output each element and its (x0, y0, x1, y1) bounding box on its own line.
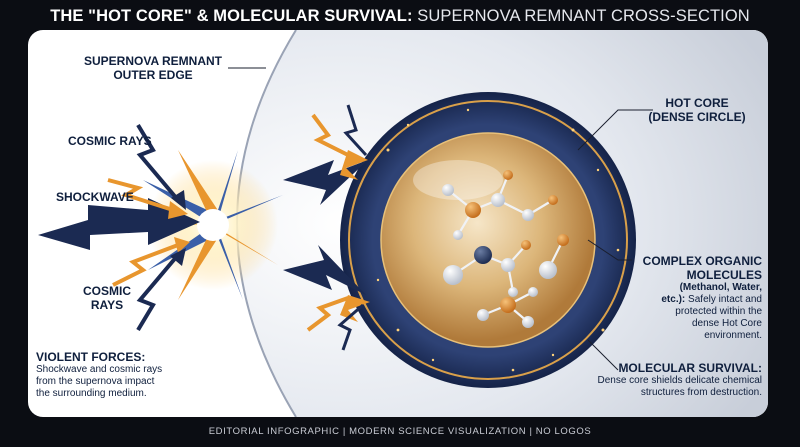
label-outer-edge: SUPERNOVA REMNANT OUTER EDGE (62, 54, 244, 82)
complex-organic-line-4-rest: Safely intact and (685, 294, 762, 305)
hot-core-line-2: (DENSE CIRCLE) (648, 110, 746, 124)
outer-edge-line-1: SUPERNOVA REMNANT (83, 54, 222, 68)
cosmic-ray-arrow-top-2 (136, 123, 180, 202)
ray-zigzag-lower-2 (337, 303, 364, 351)
cosmic-rays-bottom-line-2: RAYS (90, 298, 124, 312)
molecule-atoms (442, 170, 569, 328)
complex-organic-line-5: protected within the (675, 306, 762, 317)
ray-burst-lower (340, 295, 370, 322)
complex-organic-line-4: etc.): Safely intact and (624, 294, 762, 306)
complex-organic-line-2: MOLECULES (686, 268, 762, 282)
molecular-survival-heading: MOLECULAR SURVIVAL: (618, 361, 762, 375)
violent-forces-line-1: Shockwave and cosmic rays (36, 364, 163, 375)
footer-caption: EDITORIAL INFOGRAPHIC | MODERN SCIENCE V… (208, 426, 592, 437)
label-molecular-survival: MOLECULAR SURVIVAL: Dense core shields d… (548, 361, 762, 399)
ray-zigzag-upper (311, 113, 349, 157)
impact-burst-core (197, 209, 229, 241)
molecular-survival-line-2: structures from destruction. (640, 387, 762, 398)
core-highlight (413, 160, 503, 200)
diagram-panel: SUPERNOVA REMNANT OUTER EDGE COSMIC RAYS… (28, 30, 768, 417)
label-shockwave: SHOCKWAVE (56, 190, 134, 204)
label-violent-forces: VIOLENT FORCES: Shockwave and cosmic ray… (36, 350, 162, 400)
outer-edge-line-2: OUTER EDGE (113, 68, 193, 82)
complex-organic-line-4-bold: etc.): (661, 294, 686, 305)
label-complex-organic-molecules: COMPLEX ORGANIC MOLECULES (Methanol, Wat… (624, 254, 762, 342)
cosmic-ray-arrow-top (107, 178, 174, 212)
ray-arrow-lower (283, 245, 366, 295)
label-hot-core: HOT CORE (DENSE CIRCLE) (631, 96, 763, 124)
shockwave-arrow (38, 198, 200, 250)
cosmic-ray-arrow-bottom (112, 243, 179, 287)
complex-organic-line-7: environment. (704, 330, 762, 341)
ring-sparkles (376, 108, 620, 372)
complex-organic-line-1: COMPLEX ORGANIC (642, 254, 762, 268)
violent-forces-line-3: the surrounding medium. (36, 388, 147, 399)
label-cosmic-rays-top: COSMIC RAYS (68, 134, 152, 148)
ray-zigzag-upper-2 (343, 104, 368, 157)
violent-forces-line-2: from the supernova impact (36, 376, 155, 387)
core-gold-ring (348, 100, 628, 380)
cross-section-illustration (38, 30, 768, 417)
leader-lines (228, 67, 653, 371)
infographic-title: THE "HOT CORE" & MOLECULAR SURVIVAL: SUP… (0, 7, 800, 26)
molecular-survival-line-1: Dense core shields delicate chemical (597, 375, 762, 386)
complex-organic-line-3: (Methanol, Water, (679, 282, 762, 293)
cosmic-rays-bottom-line-1: COSMIC (83, 284, 131, 298)
hot-core-sphere (380, 132, 596, 348)
title-light: SUPERNOVA REMNANT CROSS-SECTION (417, 7, 750, 25)
hot-core-line-1: HOT CORE (665, 96, 729, 110)
complex-organic-line-6: dense Hot Core (691, 318, 762, 329)
label-cosmic-rays-bottom: COSMIC RAYS (72, 284, 142, 312)
title-bold: THE "HOT CORE" & MOLECULAR SURVIVAL: (50, 7, 413, 25)
ray-burst-upper (340, 150, 368, 180)
ray-zigzag-lower (306, 296, 349, 332)
violent-forces-heading: VIOLENT FORCES: (36, 350, 146, 364)
cosmic-ray-arrow-bottom-2 (136, 253, 180, 332)
